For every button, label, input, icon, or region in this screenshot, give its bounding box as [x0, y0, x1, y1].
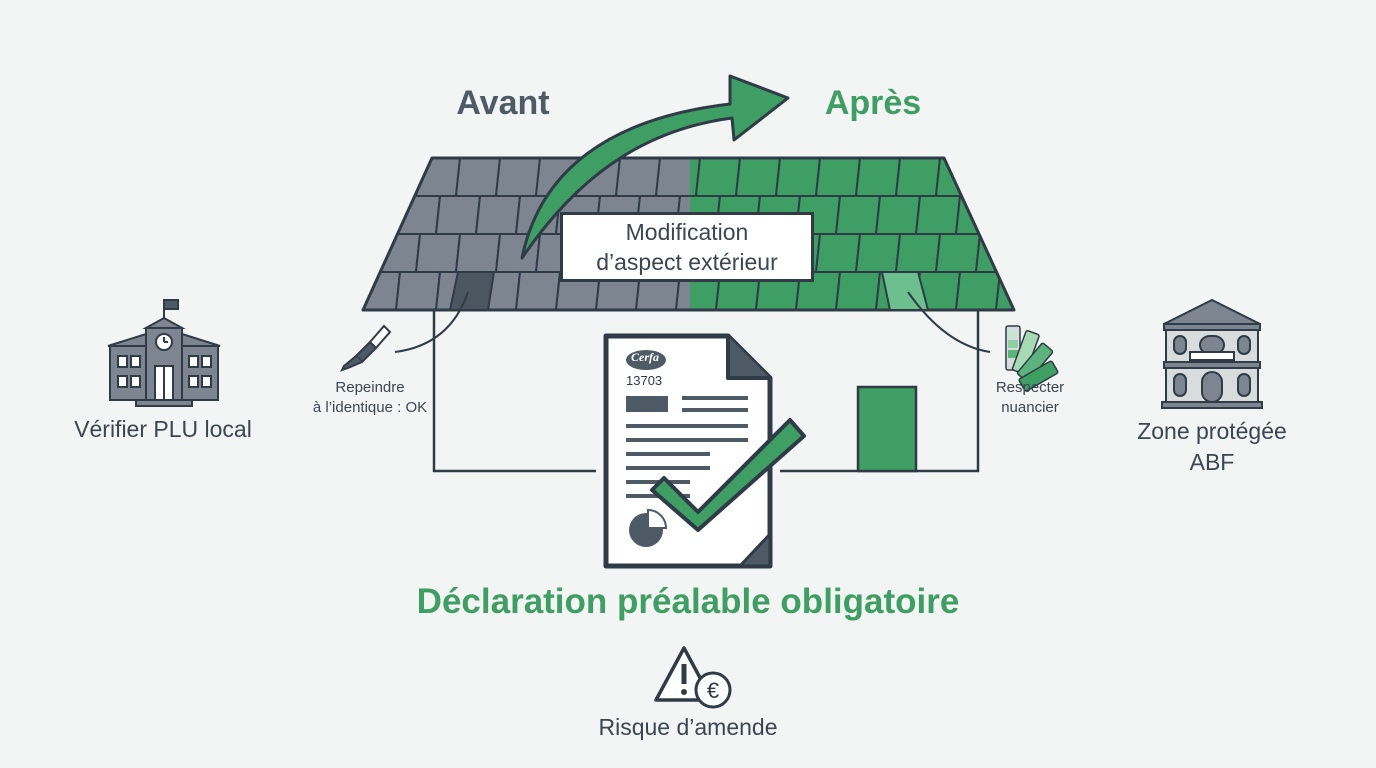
roof-tile	[690, 271, 722, 310]
svg-text:€: €	[707, 678, 719, 703]
curved-arrow-icon	[520, 74, 790, 260]
highlight-tile-after	[880, 271, 930, 311]
before-label: Avant	[456, 84, 550, 122]
leader-line-right	[907, 291, 991, 353]
roof-tile	[674, 271, 690, 310]
swatch-line-2: nuancier	[1001, 399, 1059, 416]
roof-tile	[794, 271, 842, 310]
town-hall-icon	[107, 299, 221, 407]
roof-tile	[336, 158, 380, 199]
roof-tile	[1016, 158, 1060, 199]
abf-label: Zone protégée ABF	[1110, 416, 1314, 478]
roof-tile	[774, 158, 822, 200]
roof-tile	[754, 271, 802, 310]
roof-tile	[394, 195, 442, 238]
roof-tile	[874, 195, 922, 238]
roof-tile	[594, 271, 642, 310]
cerfa-logo-badge	[626, 350, 666, 370]
roof-tile	[734, 158, 782, 200]
roof-tile	[554, 271, 602, 310]
roof-tile	[974, 158, 1014, 200]
roof-tile	[854, 233, 902, 276]
roof-tile	[1016, 234, 1060, 275]
roof-tile	[1016, 234, 1060, 275]
roof-tile	[374, 158, 422, 200]
roof-tile	[363, 233, 382, 276]
roof-tile	[634, 271, 682, 310]
repaint-line-2: à l’identique : OK	[312, 399, 428, 416]
roof-tile	[363, 195, 402, 238]
roof-tile	[336, 234, 380, 275]
roof-tile	[834, 271, 882, 310]
roof-tile	[363, 158, 382, 200]
roof-tile	[494, 158, 542, 200]
house-wall	[780, 310, 980, 473]
after-label: Après	[824, 84, 922, 122]
cerfa-logo: Cerfa	[631, 350, 659, 364]
roof-tile	[454, 158, 502, 200]
roof-tile	[434, 195, 482, 238]
roof-tile	[376, 158, 420, 199]
roof-tile	[994, 271, 1014, 310]
fine-risk-label: Risque d’amende	[598, 714, 778, 740]
highlight-tile-before	[448, 271, 496, 311]
plu-label: Vérifier PLU local	[74, 416, 252, 442]
roof-tile	[976, 158, 1020, 199]
warning-euro-icon: €	[654, 646, 732, 709]
abf-line-1: Zone protégée	[1137, 418, 1287, 444]
roof-tile	[514, 271, 562, 310]
abf-line-2: ABF	[1189, 449, 1235, 475]
roof-tile	[394, 271, 442, 310]
roof-tile	[714, 271, 762, 310]
roof-tile	[834, 195, 882, 238]
paintbrush-icon	[340, 324, 392, 372]
repaint-callout: Repeindre à l’identique : OK	[290, 378, 450, 418]
badge-line-2: d’aspect extérieur	[596, 249, 778, 275]
swatch-callout: Respecter nuancier	[960, 378, 1100, 418]
roof-tile	[474, 195, 522, 238]
roof-tile	[854, 158, 902, 200]
green-door	[856, 385, 918, 473]
swatch-line-1: Respecter	[995, 379, 1065, 396]
roof-tile	[614, 158, 662, 200]
roof-outline	[361, 156, 1016, 312]
historic-building-icon	[1161, 298, 1263, 409]
roof-tile	[934, 233, 982, 276]
roof-tile	[414, 233, 462, 276]
roof-tile	[1016, 158, 1060, 199]
roof-tile	[814, 158, 862, 200]
roof-tile	[814, 233, 862, 276]
color-swatch-icon	[1005, 325, 1059, 392]
roof-tile	[934, 158, 982, 200]
badge-line-1: Modification	[625, 219, 749, 245]
roof-tile	[954, 271, 1002, 310]
roof-tile	[994, 195, 1014, 238]
repaint-line-1: Repeindre	[335, 379, 405, 396]
roof-tile	[694, 158, 742, 200]
leader-line-left	[394, 291, 469, 353]
main-caption: Déclaration préalable obligatoire	[416, 582, 960, 621]
roof-tile	[914, 195, 962, 238]
cerfa-number: 13703	[626, 373, 663, 388]
roof-tile	[894, 158, 942, 200]
cerfa-form-check-icon	[603, 333, 806, 569]
exterior-modification-badge: Modification d’aspect extérieur	[560, 212, 814, 282]
roof-tile	[454, 233, 502, 276]
roof-tile	[996, 196, 1040, 237]
roof-tile	[356, 196, 400, 237]
house-wall	[432, 310, 596, 473]
roof-tile	[894, 233, 942, 276]
